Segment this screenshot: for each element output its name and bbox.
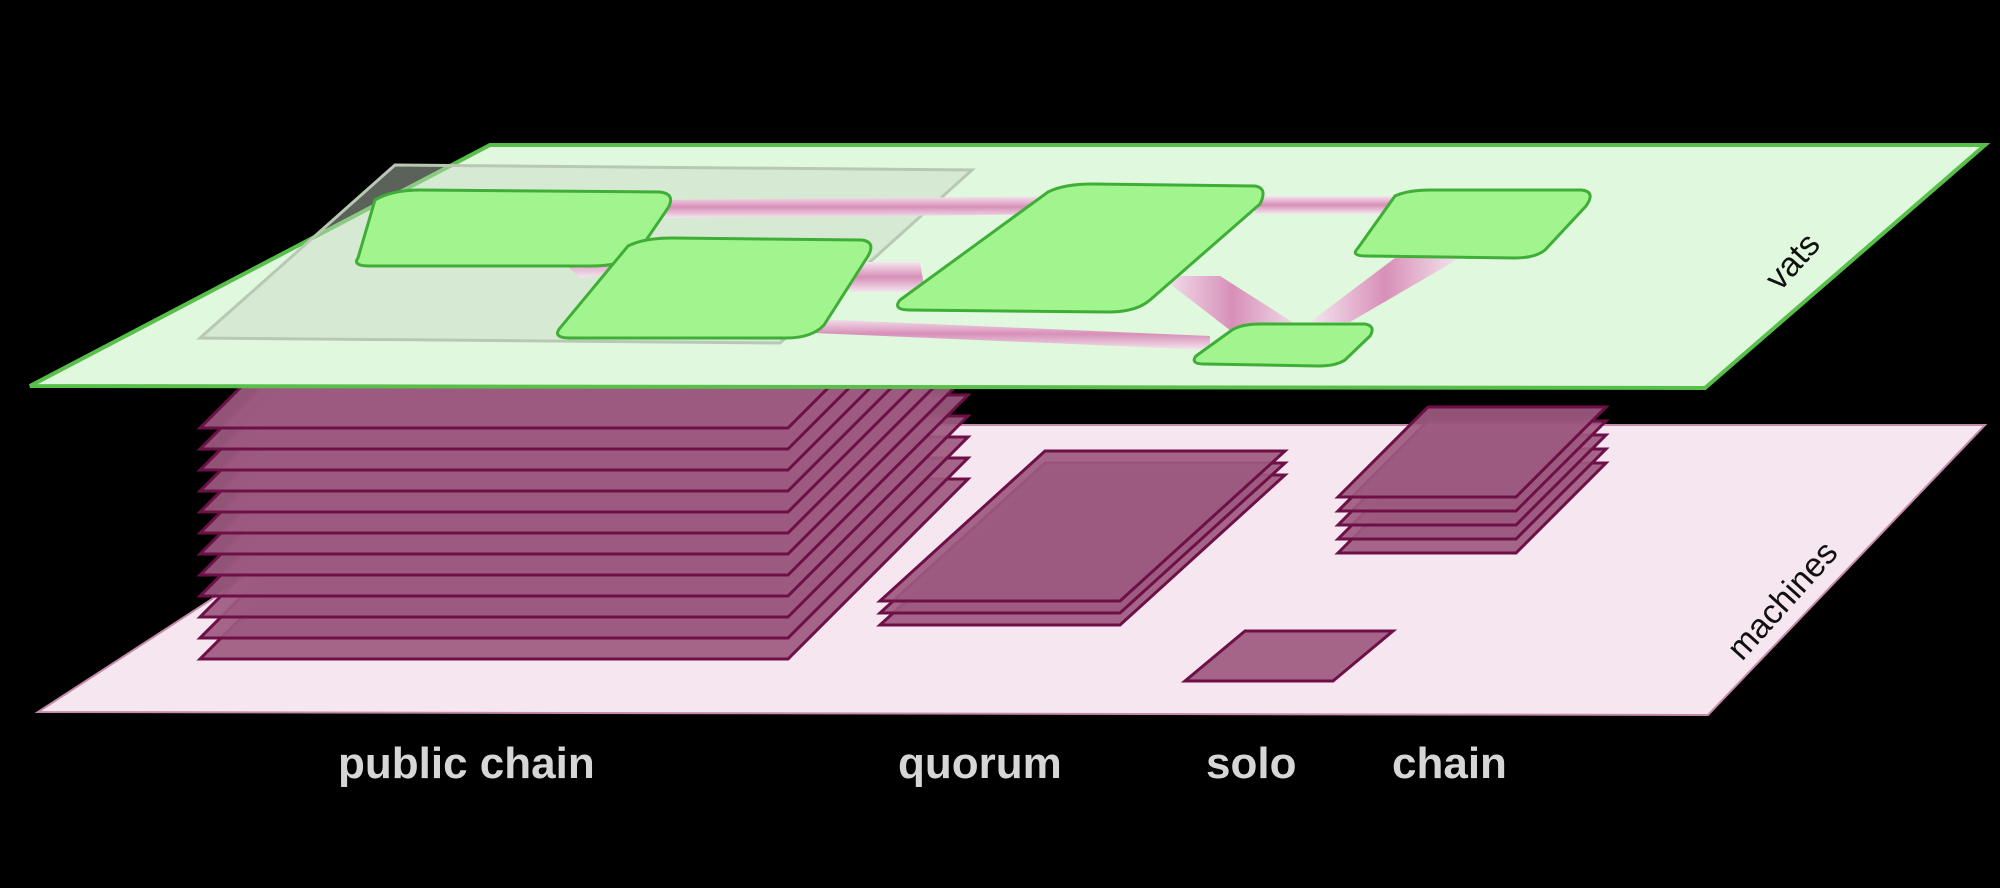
connector-vat1-vat3-top: [650, 196, 1090, 218]
vats-layer: [355, 182, 1592, 368]
label-chain: chain: [1392, 739, 1507, 788]
quorum-machine-layer-3: [876, 449, 1289, 603]
connector-vat6-vat5: [1310, 258, 1460, 322]
vat-2: [556, 236, 873, 340]
label-solo: solo: [1206, 739, 1296, 788]
connector-vat2-vat5: [790, 318, 1210, 350]
label-public-chain: public chain: [338, 739, 595, 788]
solo-machine-layer-1: [1180, 629, 1398, 683]
vat-5: [1192, 322, 1374, 368]
label-quorum: quorum: [898, 739, 1062, 788]
vat-4: [1353, 188, 1592, 260]
chain-machine-layer-5: [1334, 405, 1610, 499]
vat-3: [896, 182, 1265, 314]
